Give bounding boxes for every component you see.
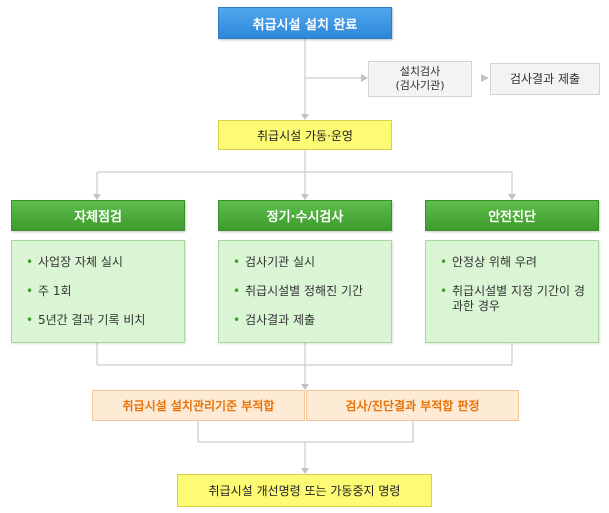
regular-inspection-panel: •검사기관 실시 •취급시설별 정해진 기간 •검사결과 제출 — [218, 240, 392, 343]
list-item: •주 1회 — [26, 284, 72, 298]
standard-noncompliance-label: 취급시설 설치관리기준 부적합 — [122, 399, 275, 413]
installation-inspection-label: 설치검사 (검사기관) — [395, 65, 445, 92]
safety-diagnosis-header: 안전진단 — [425, 200, 599, 231]
bullet-icon: • — [26, 313, 34, 327]
safety-diagnosis-title: 안전진단 — [488, 210, 536, 225]
self-inspection-header: 자체점검 — [11, 200, 185, 231]
submit-results-label: 검사결과 제출 — [509, 72, 581, 86]
bullet-icon: • — [26, 255, 34, 269]
list-item: •검사기관 실시 — [233, 255, 316, 269]
inspection-noncompliance-box: 검사/진단결과 부적합 판정 — [306, 390, 519, 421]
bullet-icon: • — [26, 284, 34, 298]
self-inspection-panel: •사업장 자체 실시 •주 1회 •5년간 결과 기록 비치 — [11, 240, 185, 343]
standard-noncompliance-box: 취급시설 설치관리기준 부적합 — [92, 390, 305, 421]
improvement-order-box: 취급시설 개선명령 또는 가동중지 명령 — [177, 474, 432, 507]
bullet-icon: • — [440, 255, 448, 269]
bullet-icon: • — [440, 284, 448, 298]
installation-inspection-box: 설치검사 (검사기관) — [368, 61, 472, 97]
bullet-icon: • — [233, 284, 241, 298]
inspection-noncompliance-label: 검사/진단결과 부적합 판정 — [345, 399, 480, 413]
list-item: •검사결과 제출 — [233, 313, 316, 327]
self-inspection-title: 자체점검 — [74, 210, 122, 225]
list-item: •안정상 위해 우려 — [440, 255, 537, 269]
operation-box: 취급시설 가동·운영 — [218, 120, 392, 150]
list-item: •취급시설별 정해진 기간 — [233, 284, 364, 298]
safety-diagnosis-panel: •안정상 위해 우려 •취급시설별 지정 기간이 경과한 경우 — [425, 240, 599, 343]
bullet-icon: • — [233, 313, 241, 327]
improvement-order-label: 취급시설 개선명령 또는 가동중지 명령 — [208, 484, 401, 498]
regular-inspection-title: 정기·수시검사 — [266, 210, 344, 225]
installation-complete-box: 취급시설 설치 완료 — [218, 7, 392, 39]
bullet-icon: • — [233, 255, 241, 269]
list-item: •5년간 결과 기록 비치 — [26, 313, 146, 327]
regular-inspection-header: 정기·수시검사 — [218, 200, 392, 231]
list-item: •사업장 자체 실시 — [26, 255, 123, 269]
installation-complete-label: 취급시설 설치 완료 — [252, 17, 358, 33]
submit-results-box: 검사결과 제출 — [490, 63, 600, 95]
operation-label: 취급시설 가동·운영 — [257, 128, 353, 143]
list-item: •취급시설별 지정 기간이 경과한 경우 — [440, 284, 585, 313]
